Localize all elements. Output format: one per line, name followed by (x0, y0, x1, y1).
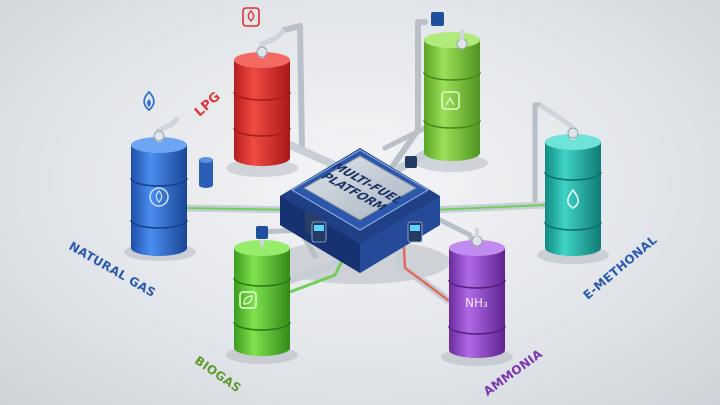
flame-tank-icon (149, 187, 169, 207)
multi-fuel-platform (280, 148, 440, 273)
natural-gas-tank (130, 116, 213, 256)
e-methonal-tank (538, 102, 602, 256)
flame-hand-icon (242, 7, 260, 27)
pipe-biogas (286, 258, 344, 284)
flame-icon (143, 90, 155, 112)
biogas-tank (233, 226, 291, 356)
leaf-icon (239, 291, 257, 309)
green-tank (423, 12, 481, 161)
lpg-tank (233, 28, 291, 166)
plant-box-icon (441, 91, 460, 110)
ammonia-tank (448, 228, 506, 358)
pipe-green (387, 19, 428, 173)
nh3-icon: NH₃ (465, 296, 488, 310)
droplet-icon (566, 188, 580, 209)
